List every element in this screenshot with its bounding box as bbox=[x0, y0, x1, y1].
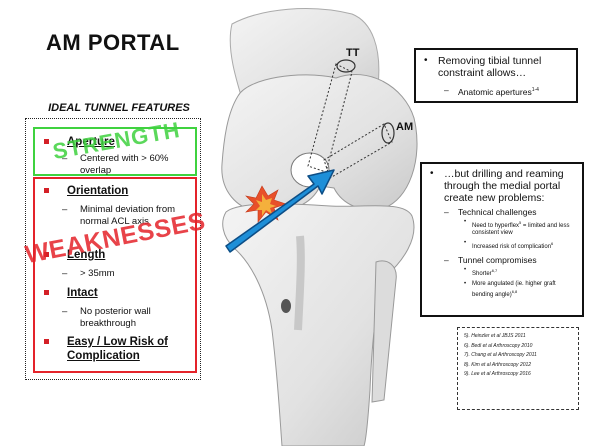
feature-title: Aperture bbox=[67, 136, 115, 148]
feature-detail: –No posterior wall breakthrough bbox=[62, 306, 151, 329]
red-square-bullet-icon bbox=[44, 252, 49, 257]
feature-length: Length bbox=[44, 248, 105, 262]
tibial-hole bbox=[281, 299, 291, 313]
feature-easy-low-risk: Easy / Low Risk of Complication bbox=[44, 335, 194, 363]
tibial-constraint-box: • Removing tibial tunnel constraint allo… bbox=[414, 48, 578, 103]
reference-item: 9). Lee et al Arthroscopy 2016 bbox=[464, 371, 531, 377]
group-label: Technical challenges bbox=[458, 207, 537, 217]
medial-portal-box: • …but drilling and reaming through the … bbox=[420, 162, 584, 317]
feature-title: Orientation bbox=[67, 185, 129, 197]
bullet-row: • …but drilling and reaming through the … bbox=[430, 168, 576, 204]
sub-bullet-row: – Tunnel compromises bbox=[444, 255, 537, 265]
detail-row: • Increased risk of complication6 bbox=[464, 240, 554, 250]
sub-bullet-row: – Technical challenges bbox=[444, 207, 537, 217]
detail-row: • Shorter6,7 bbox=[464, 267, 498, 277]
bullet-row: • Removing tibial tunnel constraint allo… bbox=[424, 55, 570, 79]
sub-bullet-row: – Anatomic apertures1-4 bbox=[444, 85, 539, 97]
feature-orientation: Orientation bbox=[44, 184, 128, 198]
red-square-bullet-icon bbox=[44, 139, 49, 144]
bullet-text: Removing tibial tunnel constraint allows… bbox=[438, 55, 542, 79]
am-label: AM bbox=[396, 121, 414, 133]
reference-item: 8). Kim et al Arthroscopy 2012 bbox=[464, 361, 532, 368]
feature-title: Length bbox=[67, 249, 106, 261]
tibia bbox=[222, 203, 415, 446]
group-label: Tunnel compromises bbox=[458, 255, 537, 265]
red-square-bullet-icon bbox=[44, 188, 49, 193]
features-heading: IDEAL TUNNEL FEATURES bbox=[48, 102, 190, 114]
feature-intact: Intact bbox=[44, 286, 98, 300]
am-aperture bbox=[381, 122, 395, 144]
red-square-bullet-icon bbox=[44, 290, 49, 295]
reference-item: 5). Heinzler et al JBJS 2011 bbox=[464, 333, 526, 339]
feature-aperture: Aperture bbox=[44, 135, 115, 149]
weakness-box bbox=[33, 177, 197, 373]
reference-item: 7). Chang et al Arthroscopy 2011 bbox=[464, 352, 537, 358]
detail-row: • More angulated (ie. higher graft bendi… bbox=[464, 281, 556, 298]
red-square-bullet-icon bbox=[44, 339, 49, 344]
fibula bbox=[371, 260, 397, 403]
am-tunnel bbox=[323, 123, 393, 179]
feature-detail: –Centered with > 60% overlap bbox=[62, 153, 169, 176]
reference-item: 6). Bedi et al Arthroscopy 2010 bbox=[464, 342, 533, 349]
slide-title: AM PORTAL bbox=[46, 30, 180, 55]
bullet-text: …but drilling and reaming through the me… bbox=[444, 168, 564, 204]
feature-detail: –> 35mm bbox=[62, 268, 115, 279]
feature-title: Intact bbox=[67, 287, 98, 299]
references-box: 5). Heinzler et al JBJS 2011 6). Bedi et… bbox=[457, 327, 579, 410]
strength-box bbox=[33, 127, 197, 176]
blue-arrow-icon bbox=[225, 169, 335, 253]
feature-detail: –Minimal deviation from normal ACL axis bbox=[62, 204, 176, 227]
detail-row: • Need to hyperflex5 = limited and less … bbox=[464, 219, 570, 236]
tt-label: TT bbox=[346, 47, 360, 59]
sub-bullet-text: Anatomic apertures bbox=[458, 86, 532, 97]
tt-aperture bbox=[336, 59, 356, 73]
features-box bbox=[25, 118, 201, 380]
feature-title: Easy / Low Risk of Complication bbox=[67, 336, 168, 362]
